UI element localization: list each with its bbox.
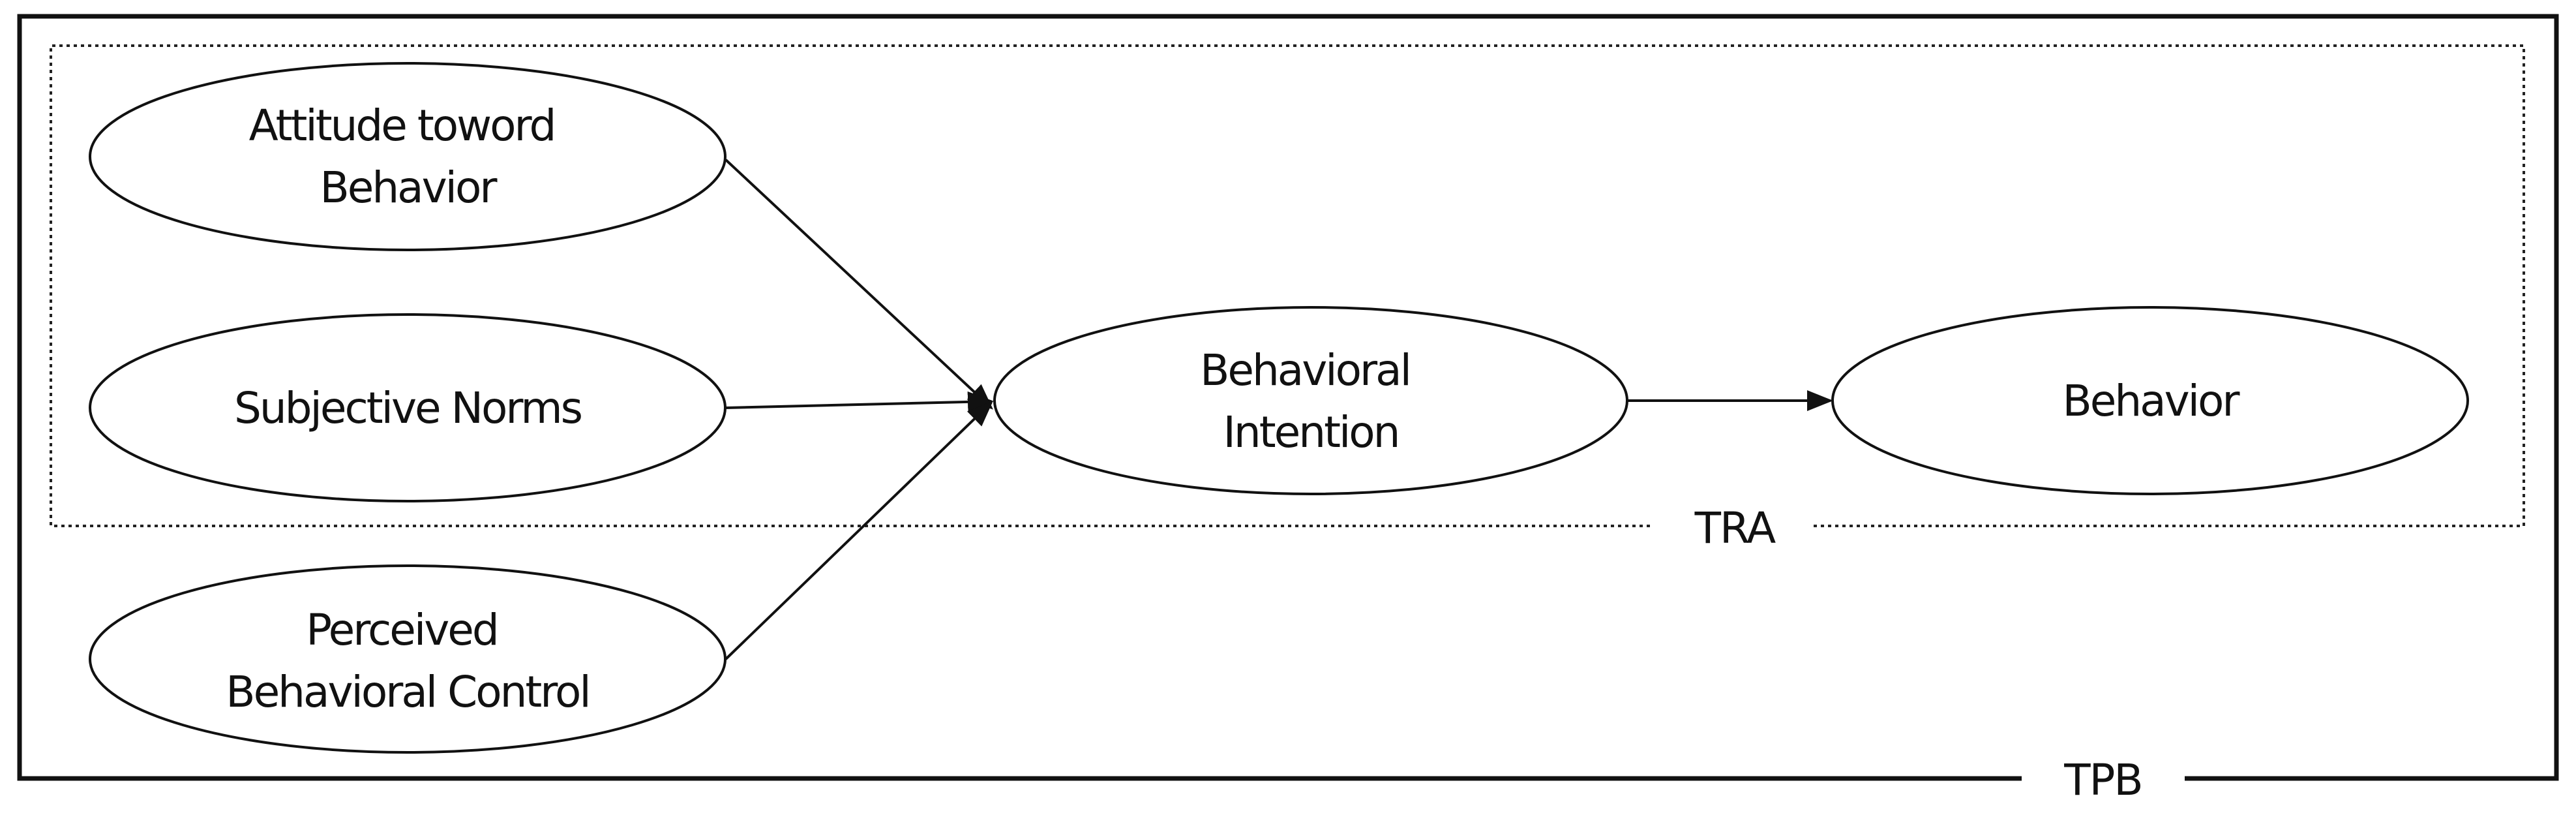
node-norms-line-1: Subjective Norms: [234, 383, 582, 433]
node-norms-ellipse: [89, 313, 726, 502]
node-behavior: Behavior: [1831, 306, 2469, 495]
node-control-line-1: Perceived: [306, 605, 498, 655]
node-intention-ellipse: [993, 306, 1628, 495]
node-control-line-2: Behavioral Control: [226, 667, 589, 717]
node-norms-label: Subjective Norms: [234, 383, 582, 433]
tra-frame: TRA: [50, 44, 2525, 553]
tpb-frame: TPB: [17, 14, 2559, 805]
node-subjective-norms: Subjective Norms: [89, 313, 726, 502]
node-behavior-ellipse: [1831, 306, 2469, 495]
tpb-label: TPB: [2063, 755, 2142, 805]
node-attitude-line-2: Behavior: [320, 162, 498, 213]
node-behavior-line-1: Behavior: [2062, 376, 2240, 426]
tra-frame-border: [50, 44, 2525, 527]
node-attitude-ellipse: [89, 62, 726, 251]
node-attitude-label: Attitude toword Behavior: [249, 100, 567, 213]
node-intention-label: Behavioral Intention: [1200, 345, 1422, 457]
node-intention-line-2: Intention: [1223, 407, 1398, 457]
edge-control-to-intention: [725, 401, 993, 660]
node-control-label: Perceived Behavioral Control: [226, 605, 589, 717]
node-attitude-toward-behavior: Attitude toword Behavior: [89, 62, 726, 251]
node-control-ellipse: [89, 564, 726, 754]
node-intention-line-1: Behavioral: [1200, 345, 1410, 395]
edge-norms-to-intention: [725, 391, 994, 412]
tpb-frame-border: [17, 14, 2559, 781]
edges: [725, 159, 1833, 660]
edge-attitude-to-intention: [725, 159, 993, 410]
node-behavior-label: Behavior: [2062, 376, 2240, 426]
node-behavioral-intention: Behavioral Intention: [993, 306, 1628, 495]
node-perceived-behavioral-control: Perceived Behavioral Control: [89, 564, 726, 754]
node-attitude-line-1: Attitude toword: [249, 100, 555, 151]
tra-label: TRA: [1694, 503, 1776, 553]
